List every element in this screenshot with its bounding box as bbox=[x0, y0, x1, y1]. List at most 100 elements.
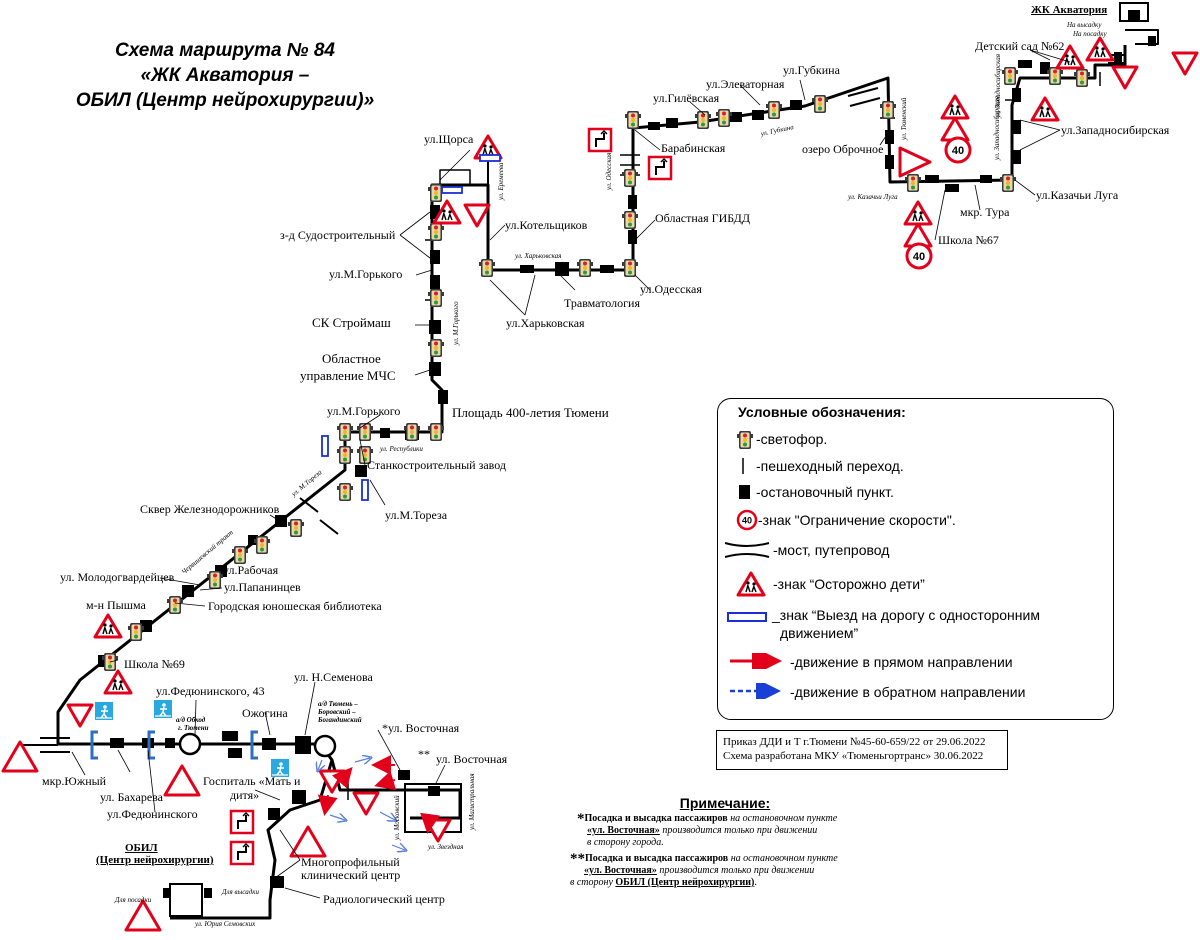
scheme-title: Схема маршрута № 84 «ЖК Акватория – ОБИЛ… bbox=[55, 38, 395, 113]
children-sign-icon bbox=[736, 571, 766, 597]
stop-papanintsev: ул.Папанинцев bbox=[224, 580, 301, 594]
terminus-obil-label-1: ОБИЛ bbox=[125, 842, 158, 854]
stop-skver: Сквер Железнодорожников bbox=[140, 502, 280, 516]
stop-mgorkogo-1: ул.М.Горького bbox=[329, 267, 403, 281]
note-2-c: «ул. Восточная» bbox=[584, 865, 657, 876]
note-1-star: * bbox=[577, 811, 585, 827]
obil-board-label: Для посадки bbox=[115, 896, 152, 904]
stop-mchs-1: Областное bbox=[322, 351, 381, 366]
stop-vostochnaya-1-text: ул. Восточная bbox=[388, 721, 460, 735]
stop-kazachi: ул.Казачьи Луга bbox=[1036, 188, 1119, 202]
note-2-e: в сторону bbox=[570, 877, 613, 888]
street-mgorkogo: ул. М.Горького bbox=[452, 301, 460, 345]
legend-panel: Условные обозначения: -светофор. -пешехо… bbox=[717, 398, 1114, 720]
stop-kotelshchikov: ул.Котельщиков bbox=[505, 218, 588, 232]
stop-gubkina: ул.Губкина bbox=[783, 63, 840, 77]
legend-bridge-text: -мост, путепровод bbox=[773, 542, 890, 558]
traffic-light-icon bbox=[737, 431, 753, 449]
note-2: **Посадка и высадка пассажиров на остано… bbox=[570, 851, 838, 889]
obil-alight-label: Для высадки bbox=[222, 888, 259, 896]
stop-mchs-2: управление МЧС bbox=[300, 368, 396, 383]
stop-ozero: озеро Оброчное bbox=[802, 142, 884, 156]
stop-mgorkogo-2: ул.М.Горького bbox=[327, 404, 401, 418]
stop-fedyuninskogo43: ул.Федюнинского, 43 bbox=[156, 684, 265, 698]
stop-stroymash: СК Строймаш bbox=[312, 315, 391, 330]
street-obkhod-2: г. Тюмени bbox=[178, 724, 209, 732]
street-kazachi: ул. Казачьи Луга bbox=[848, 193, 898, 201]
street-semenova: ул. Юрия Семовских bbox=[195, 920, 256, 928]
notes-heading: Примечание: bbox=[679, 795, 771, 811]
speed-limit-signs bbox=[905, 136, 972, 270]
roundabout-1 bbox=[178, 732, 202, 756]
obil-alight-text: Для высадки bbox=[222, 888, 260, 896]
street-zvezdnaya: ул. Звездная bbox=[428, 843, 464, 851]
legend-reverse-text: -движение в обратном направлении bbox=[790, 684, 1026, 700]
forward-arrow-icon bbox=[730, 653, 782, 669]
street-tyumenskiy: ул. Тюменский bbox=[900, 97, 908, 140]
street-bogandinsky-3: Богандинский bbox=[318, 716, 362, 724]
bridges bbox=[40, 54, 1125, 753]
note-1-c: «ул. Восточная» bbox=[587, 825, 660, 836]
bridge-icon bbox=[724, 542, 770, 558]
stop-school67: Школа №67 bbox=[938, 233, 999, 247]
note-1-b: на остановочном пункте bbox=[730, 813, 838, 824]
stop-radiolog: Радиологический центр bbox=[323, 892, 445, 906]
legend-title: Условные обозначения: bbox=[738, 404, 906, 420]
legend-forward-text: -движение в прямом направлении bbox=[790, 654, 1013, 670]
terminus-building-obil bbox=[169, 883, 203, 917]
stop-icon bbox=[739, 485, 750, 499]
street-respubliki: ул. Республики bbox=[380, 445, 423, 453]
stop-gospital-2: дитя» bbox=[230, 788, 260, 802]
title-line-3: ОБИЛ (Центр нейрохирургии)» bbox=[75, 90, 375, 111]
stop-mnogoprof-1: Многопрофильный bbox=[301, 855, 400, 869]
speed-limit-value-2: 40 bbox=[913, 251, 925, 263]
stop-kharkovskaya: ул.Харьковская bbox=[506, 316, 585, 330]
legend-oneway-text-1: _знак “Выезд на дорогу с односторонним bbox=[772, 607, 1040, 623]
note-1-e: в сторону города. bbox=[587, 837, 664, 848]
stop-detsad: Детский сад №62 bbox=[975, 39, 1065, 53]
stop-barabinskaya: Барабинская bbox=[661, 141, 726, 155]
stop-fedyuninskogo: ул.Федюнинского bbox=[107, 807, 198, 821]
street-odesskaya: ул. Одесская bbox=[605, 152, 613, 190]
note-2-d: производится только при движении bbox=[659, 865, 815, 876]
title-line-2: «ЖК Акватория – bbox=[140, 65, 310, 86]
legend-stop-text: -остановочный пункт. bbox=[756, 484, 894, 500]
terminus-akvatoriya-label: ЖК Акватория bbox=[1031, 4, 1108, 16]
terminus-entrance bbox=[1128, 10, 1140, 21]
legend-crossing-text: -пешеходный переход. bbox=[756, 458, 904, 474]
stop-odesskaya: ул.Одесская bbox=[640, 282, 702, 296]
stop-bakhareva: ул. Бахарева bbox=[100, 790, 164, 804]
legend-oneway-text-2: движением” bbox=[780, 625, 859, 641]
stop-travmatologiya: Травматология bbox=[564, 296, 640, 310]
street-zapsib-2: ул. Западносибирская bbox=[994, 53, 1002, 118]
street-moskovsky: ул. Московский bbox=[393, 795, 401, 840]
legend-traffic-light-text: -светофор. bbox=[756, 431, 828, 447]
stop-yuzhny: мкр.Южный bbox=[42, 774, 107, 788]
street-magistralnaya: ул. Магистральная bbox=[468, 773, 476, 830]
star-2-label: ** bbox=[418, 747, 430, 761]
stop-zapsib: ул.Западносибирская bbox=[1061, 123, 1170, 137]
notes-block: Примечание: *Посадка и высадка пассажиро… bbox=[570, 796, 900, 889]
leader-lines bbox=[71, 49, 1071, 899]
stop-pyshma: м-н Пышма bbox=[86, 598, 146, 612]
stop-shchorsa: ул.Щорса bbox=[424, 132, 474, 146]
street-kharkovskaya: ул. Харьковская bbox=[515, 252, 562, 260]
stop-rabochaya: ул.Рабочая bbox=[223, 563, 279, 577]
stop-gibdd: Областная ГИБДД bbox=[655, 211, 751, 225]
crossing-icon bbox=[742, 458, 744, 474]
lane-brackets bbox=[90, 730, 258, 760]
legend-children-text: -знак “Осторожно дети” bbox=[773, 576, 925, 592]
stop-ploshchad: Площадь 400-летия Тюмени bbox=[452, 405, 609, 420]
title-line-1: Схема маршрута № 84 bbox=[114, 40, 335, 61]
stop-tura: мкр. Тура bbox=[960, 205, 1010, 219]
street-bogandinsky-2: Боровский – bbox=[318, 708, 356, 716]
note-1: *Посадка и высадка пассажиров на останов… bbox=[577, 811, 900, 849]
direction-arrows bbox=[318, 758, 441, 850]
star-1: * bbox=[382, 721, 388, 735]
speed-limit-icon: 40 bbox=[736, 509, 758, 531]
stop-molodogvardeytsev: ул. Молодогвардейцев bbox=[60, 570, 175, 584]
note-2-star: ** bbox=[570, 851, 585, 867]
note-1-a: Посадка и высадка пассажиров bbox=[584, 813, 728, 824]
stop-gilevskaya: ул.Гилёвская bbox=[653, 91, 720, 105]
